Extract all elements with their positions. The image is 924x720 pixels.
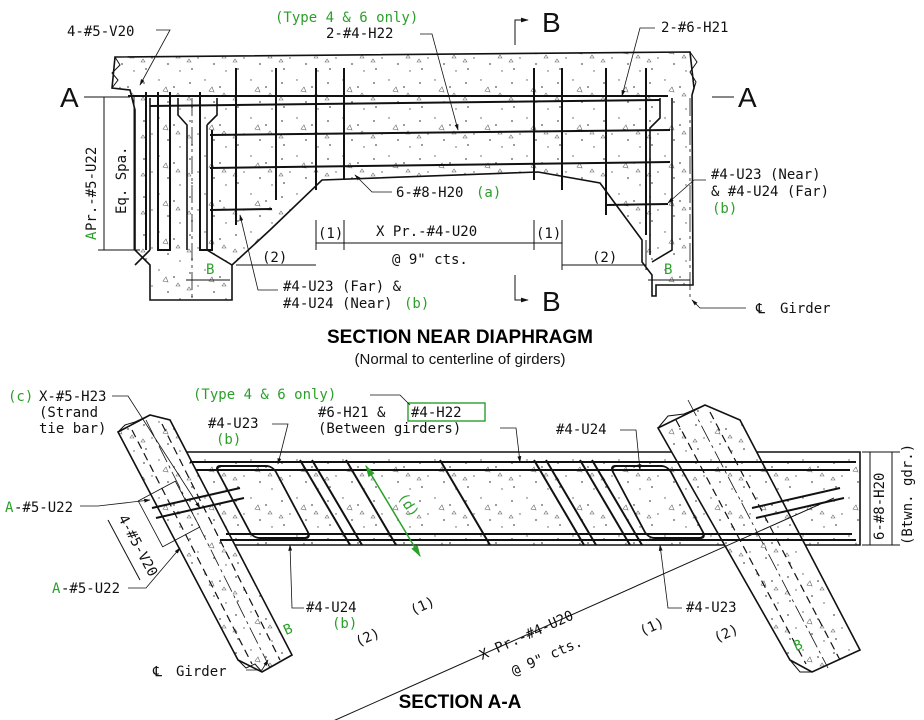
type-4-6-note-bottom: (Type 4 & 6 only) <box>193 387 336 403</box>
dim-1-right-plan: (1) <box>637 615 667 640</box>
label-u24-near: #4-U24 (Near) <box>283 296 393 312</box>
label-u23-far: #4-U23 (Far) & <box>283 279 402 295</box>
label-strand: (Strand <box>39 405 98 421</box>
dim-b-left: B <box>206 262 214 278</box>
dim-b-left-plan: B <box>281 621 295 639</box>
section-near-diaphragm-subtitle: (Normal to centerline of girders) <box>355 351 566 368</box>
label-tie-bar: tie bar) <box>39 421 106 437</box>
label-u20-spacing: @ 9" cts. <box>392 252 468 268</box>
section-near-diaphragm: A A B B 4-#5-V20 (Type 4 & 6 only) 2-#4-… <box>60 7 831 368</box>
cut-b-bottom-letter: B <box>542 286 561 317</box>
dim-d-arrow <box>365 464 421 558</box>
label-u22: Pr.-#5-U22 <box>84 147 100 231</box>
label-4-u23-bottom: #4-U23 <box>686 600 737 616</box>
label-4-h22-boxed: #4-H22 <box>411 405 462 421</box>
label-6-h21-and: #6-H21 & <box>318 405 386 421</box>
label-x-5-h23: X-#5-H23 <box>39 389 106 405</box>
label-4-u23-top: #4-U23 <box>208 416 259 432</box>
type-4-6-note-top: (Type 4 & 6 only) <box>275 10 418 26</box>
section-near-diaphragm-title: SECTION NEAR DIAPHRAGM <box>327 327 593 348</box>
cl-girder-top: Girder <box>780 301 831 317</box>
label-4-u24-bottom: #4-U24 <box>306 600 357 616</box>
bar-h20-3 <box>209 208 273 211</box>
dim-2-left: (2) <box>262 250 287 266</box>
note-b-u23: (b) <box>216 432 241 448</box>
label-u22-a: A <box>84 231 100 240</box>
label-4-5-v20: 4-#5-V20 <box>67 24 134 40</box>
stirrup-u23-plan-left <box>216 465 310 539</box>
bar-h20-2 <box>209 161 671 169</box>
bar-h20-1 <box>209 129 671 136</box>
dim-1-left-plan: (1) <box>408 594 438 619</box>
cut-b-top-letter: B <box>542 7 561 38</box>
label-btwn-gdr: (Btwn. gdr.) <box>900 444 916 545</box>
label-between-girders: (Between girders) <box>318 421 461 437</box>
deck-and-diaphragm-concrete <box>111 51 695 301</box>
section-a-a-title: SECTION A-A <box>399 692 522 713</box>
left-girder-centerline-plan <box>145 419 271 669</box>
right-girder-web <box>649 98 673 263</box>
label-2-4-h22: 2-#4-H22 <box>326 26 393 42</box>
note-b-right: (b) <box>712 201 737 217</box>
label-a-u22-bottom-a: A <box>52 581 61 597</box>
label-a-u22-top-a: A <box>5 500 14 516</box>
label-a-u22-top: -#5-U22 <box>14 500 73 516</box>
dim-2-right: (2) <box>592 250 617 266</box>
dim-2-left-plan: (2) <box>353 625 383 650</box>
cl-symbol-bottom: ℄ <box>152 664 162 680</box>
label-u24-far: & #4-U24 (Far) <box>711 184 829 200</box>
label-u23-near: #4-U23 (Near) <box>711 167 821 183</box>
label-2-6-h21: 2-#6-H21 <box>661 20 728 36</box>
dim-2-right-plan: (2) <box>711 622 741 647</box>
note-a: (a) <box>476 185 501 201</box>
left-girder-web <box>149 98 218 250</box>
label-x-pr-4-u20: X Pr.-#4-U20 <box>376 224 477 240</box>
dim-1-left: (1) <box>318 226 343 242</box>
section-a-a: (d) (c) X-#5-H23 (Strand tie bar) (Type … <box>5 387 916 720</box>
cl-symbol-top: ℄ <box>755 301 765 317</box>
cut-a-right-letter: A <box>738 82 757 113</box>
cut-a-left-letter: A <box>60 82 79 113</box>
cl-girder-bottom: Girder <box>176 664 227 680</box>
label-a-u22-bottom: -#5-U22 <box>61 581 120 597</box>
dim-b-right: B <box>664 262 672 278</box>
dim-1-right: (1) <box>536 226 561 242</box>
label-6-8-h20-plan: 6-#8-H20 <box>872 473 888 540</box>
note-c: (c) <box>8 389 33 405</box>
h22-callout-box <box>407 402 486 422</box>
label-4-u24-top: #4-U24 <box>556 422 607 438</box>
label-6-8-h20: 6-#8-H20 <box>396 185 463 201</box>
bar-h20-4 <box>605 203 669 206</box>
label-eq-spa: Eq. Spa. <box>114 147 130 214</box>
note-b-u24: (b) <box>332 616 357 632</box>
note-b-bottom: (b) <box>404 296 429 312</box>
stirrup-u22-left <box>145 92 171 251</box>
